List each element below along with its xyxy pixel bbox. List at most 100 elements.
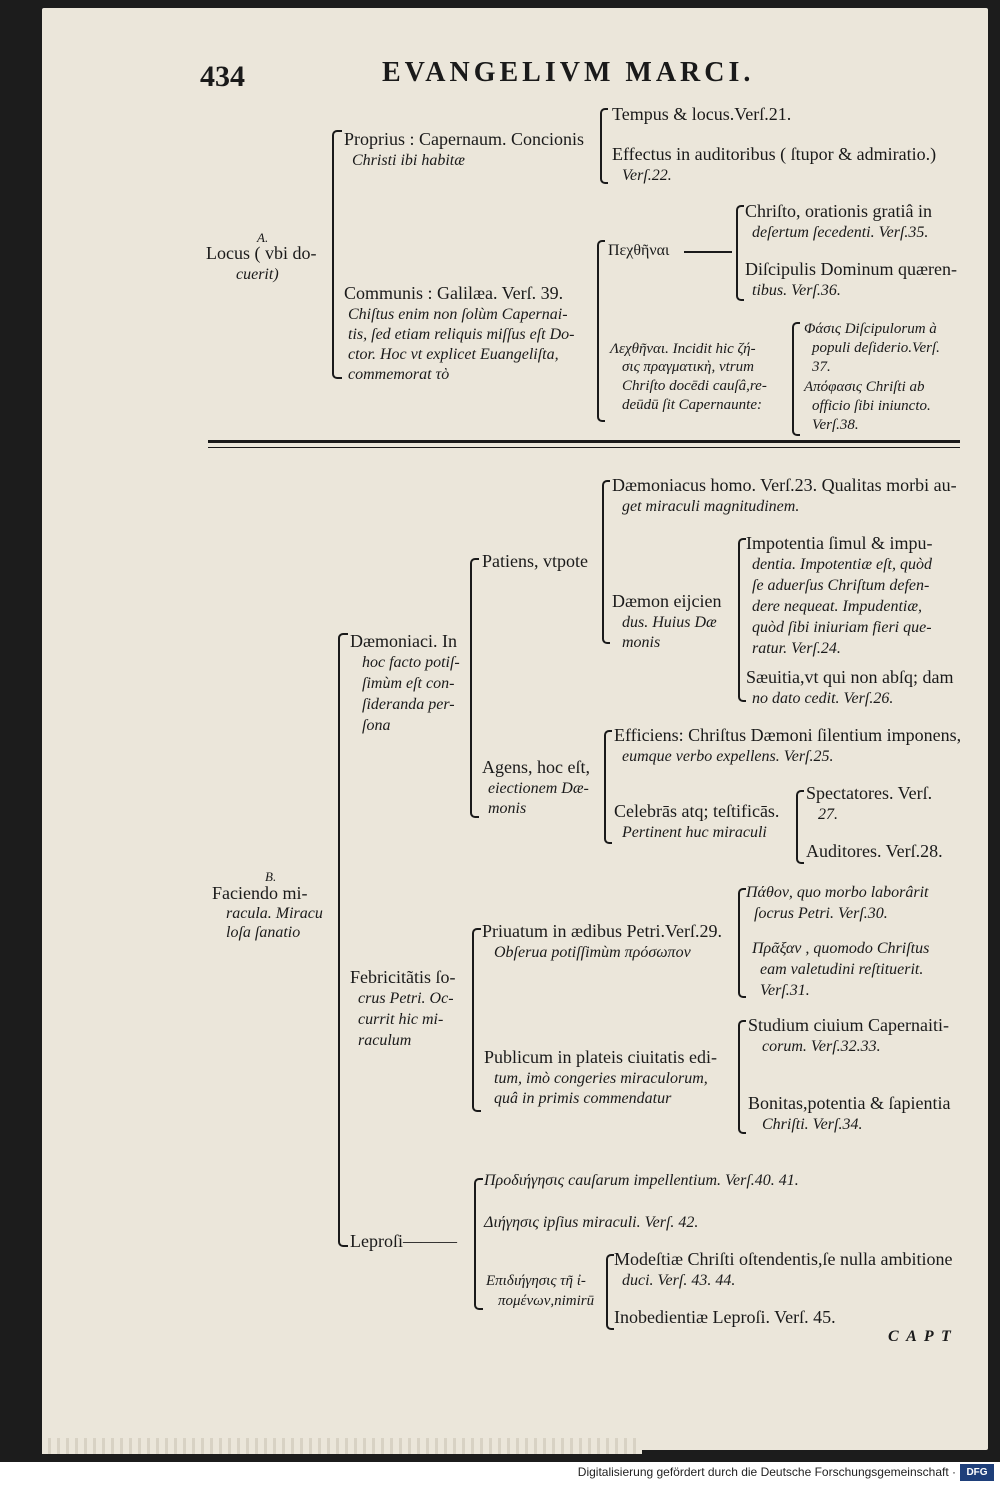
- text-line: Bonitas,potentia & ſapientia: [748, 1093, 951, 1113]
- text-line: duci. Verſ. 43. 44.: [622, 1272, 736, 1289]
- text-line: Publicum in plateis ciuitatis edi-: [484, 1047, 717, 1067]
- text-line: Febricitãtis ſo-: [350, 967, 456, 987]
- text-line: Impotentia ſimul & impu-: [746, 533, 933, 553]
- text-line: Obſerua potiſſimùm πρόσωπον: [494, 944, 691, 961]
- brace-priuatum: [738, 888, 746, 998]
- text-line: σις πραγματικὴ, vtrum: [622, 359, 754, 375]
- text-line: Verſ.31.: [760, 982, 810, 999]
- text-line: Dæmoniacus homo. Verſ.23. Qualitas morbi…: [612, 475, 957, 495]
- proprius-label: Christi ibi habitæ: [352, 152, 465, 169]
- text-line: tibus. Verſ.36.: [752, 282, 841, 299]
- text-line: Πρᾶξαν , quomodo Chriſtus: [752, 940, 930, 957]
- text-line: quâ in primis commendatur: [494, 1090, 672, 1107]
- text-line: πομένων,nimirū: [498, 1293, 595, 1309]
- prodiegesis-text: Προδιήγησις cauſarum impellentium. Verſ.…: [484, 1172, 799, 1189]
- text-line: corum. Verſ.32.33.: [762, 1038, 881, 1055]
- torn-page-edge: [42, 1438, 642, 1454]
- text-line: dentia. Impotentiæ eſt, quòd: [752, 556, 932, 573]
- text-line: ſona: [362, 717, 391, 734]
- proprius-label: Proprius : Capernaum. Concionis: [344, 129, 584, 149]
- text-line: quòd ſibi iniuriam fieri que-: [752, 619, 932, 636]
- brace-daemon: [738, 538, 746, 702]
- text-line: raculum: [358, 1032, 412, 1049]
- brace-leprosi: [474, 1178, 483, 1310]
- text-line: Chriſto docēdi cauſâ,re-: [622, 378, 767, 394]
- text-line: monis: [488, 800, 527, 817]
- brace-publicum: [738, 1020, 746, 1134]
- footer-bar: Digitalisierung gefördert durch die Deut…: [0, 1462, 1000, 1485]
- text-line: 27.: [818, 806, 838, 823]
- text-line: Πάθον, quo morbo laborârit: [746, 884, 929, 901]
- text-line: Chiſtus enim non ſolùm Capernai-: [348, 306, 568, 323]
- text-line: ſimùm eſt con-: [362, 675, 455, 692]
- diegesis-text: Διήγησις ipſius miraculi. Verſ. 42.: [484, 1214, 699, 1231]
- text-line: tum, imò congeries miraculorum,: [494, 1070, 708, 1087]
- text-line: loſa ſanatio: [226, 924, 301, 941]
- inobedientiae-text: Inobedientiæ Leproſi. Verſ. 45.: [614, 1307, 836, 1327]
- brace-locus: [332, 130, 342, 379]
- brace-lechthen: [792, 322, 800, 436]
- text-line: Effectus in auditoribus ( ſtupor & admir…: [612, 144, 937, 164]
- dfg-logo: DFG: [960, 1464, 994, 1481]
- catchword: C A P T: [888, 1328, 953, 1345]
- running-title: EVANGELIVM MARCI.: [382, 57, 755, 88]
- text-line: Verſ.22.: [622, 167, 672, 184]
- text-line: deūdū ſit Capernaunte:: [622, 397, 762, 413]
- text-line: Chriſto, orationis gratiâ in: [745, 201, 932, 221]
- text-line: Faciendo mi-: [212, 883, 308, 903]
- text-line: Sæuitia,vt qui non abſq; dam: [746, 667, 954, 687]
- tempus-text: Tempus & locus.Verſ.21.: [612, 104, 792, 124]
- text-line: racula. Miracu: [226, 905, 323, 922]
- text-line: dus. Huius Dæ: [622, 614, 717, 631]
- text-line: ſocrus Petri. Verſ.30.: [754, 905, 888, 922]
- section-b-letter: B.: [265, 869, 277, 884]
- text-line: no dato cedit. Verſ.26.: [752, 690, 894, 707]
- book-page: [42, 8, 988, 1450]
- brace-proprius: [600, 108, 608, 184]
- text-line: get miraculi magnitudinem.: [622, 498, 800, 515]
- text-line: Pertinent huc miraculi: [622, 824, 767, 841]
- brace-patiens: [602, 480, 610, 644]
- text-line: Απόφασις Chriſti ab: [804, 379, 925, 395]
- text-line: currit hic mi-: [358, 1011, 444, 1028]
- text-line: ſideranda per-: [362, 696, 455, 713]
- text-line: Λεχθῆναι. Incidit hic ζή-: [610, 341, 756, 357]
- text-line: ratur. Verſ.24.: [752, 640, 841, 657]
- text-line: 37.: [812, 359, 831, 375]
- text-line: Modeſtiæ Chriſti oſtendentis,ſe nulla am…: [614, 1249, 953, 1269]
- text-line: monis: [622, 634, 661, 651]
- text-line: Agens, hoc eſt,: [482, 757, 590, 777]
- text-line: Celebrās atq; teſtificās.: [614, 801, 780, 821]
- text-line: eiectionem Dæ-: [488, 780, 589, 797]
- text-line: deſertum ſecedenti. Verſ.35.: [752, 224, 929, 241]
- section-divider: [208, 440, 960, 443]
- preceptum-greek: Πεχθῆναι: [608, 242, 670, 259]
- text-line: Priuatum in ædibus Petri.Verſ.29.: [482, 921, 722, 941]
- text-line: populi deſiderio.Verſ.: [812, 340, 940, 356]
- text-line: Diſcipulis Dominum quæren-: [745, 259, 957, 279]
- text-line: Verſ.38.: [812, 417, 859, 433]
- brace-agens: [604, 730, 612, 844]
- text-line: commemorat τὸ: [348, 366, 450, 383]
- patiens-label: Patiens, vtpote: [482, 551, 588, 571]
- section-divider-thin: [208, 447, 960, 448]
- brace-communis: [597, 240, 605, 422]
- text-line: dere nequeat. Impudentiæ,: [752, 598, 923, 615]
- text-line: eumque verbo expellens. Verſ.25.: [622, 748, 834, 765]
- brace-daemoniaci: [470, 558, 479, 818]
- text-line: crus Petri. Oc-: [358, 990, 454, 1007]
- text-line: ctor. Hoc vt explicet Euangeliſta,: [348, 346, 559, 363]
- text-line: Επιδιήγησις τῆ ἰ-: [486, 1273, 586, 1289]
- brace-febricitantis: [472, 928, 481, 1112]
- text-line: eam valetudini reſtituerit.: [760, 961, 924, 978]
- brace-epidiegesis: [606, 1254, 614, 1330]
- text-line: Efficiens: Chriſtus Dæmoni ſilentium imp…: [614, 725, 962, 745]
- brace-faciendo: [338, 633, 348, 1247]
- brace-celebrans: [796, 790, 804, 864]
- text-line: hoc facto potiſ-: [362, 654, 460, 671]
- text-line: officio ſibi iniuncto.: [812, 398, 931, 414]
- text-line: Chriſti. Verſ.34.: [762, 1116, 863, 1133]
- text-line: Studium ciuium Capernaiti-: [748, 1015, 949, 1035]
- brace-preceptum: [736, 205, 744, 301]
- text-line: tis, ſed etiam reliquis miſſus eſt Do-: [348, 326, 575, 343]
